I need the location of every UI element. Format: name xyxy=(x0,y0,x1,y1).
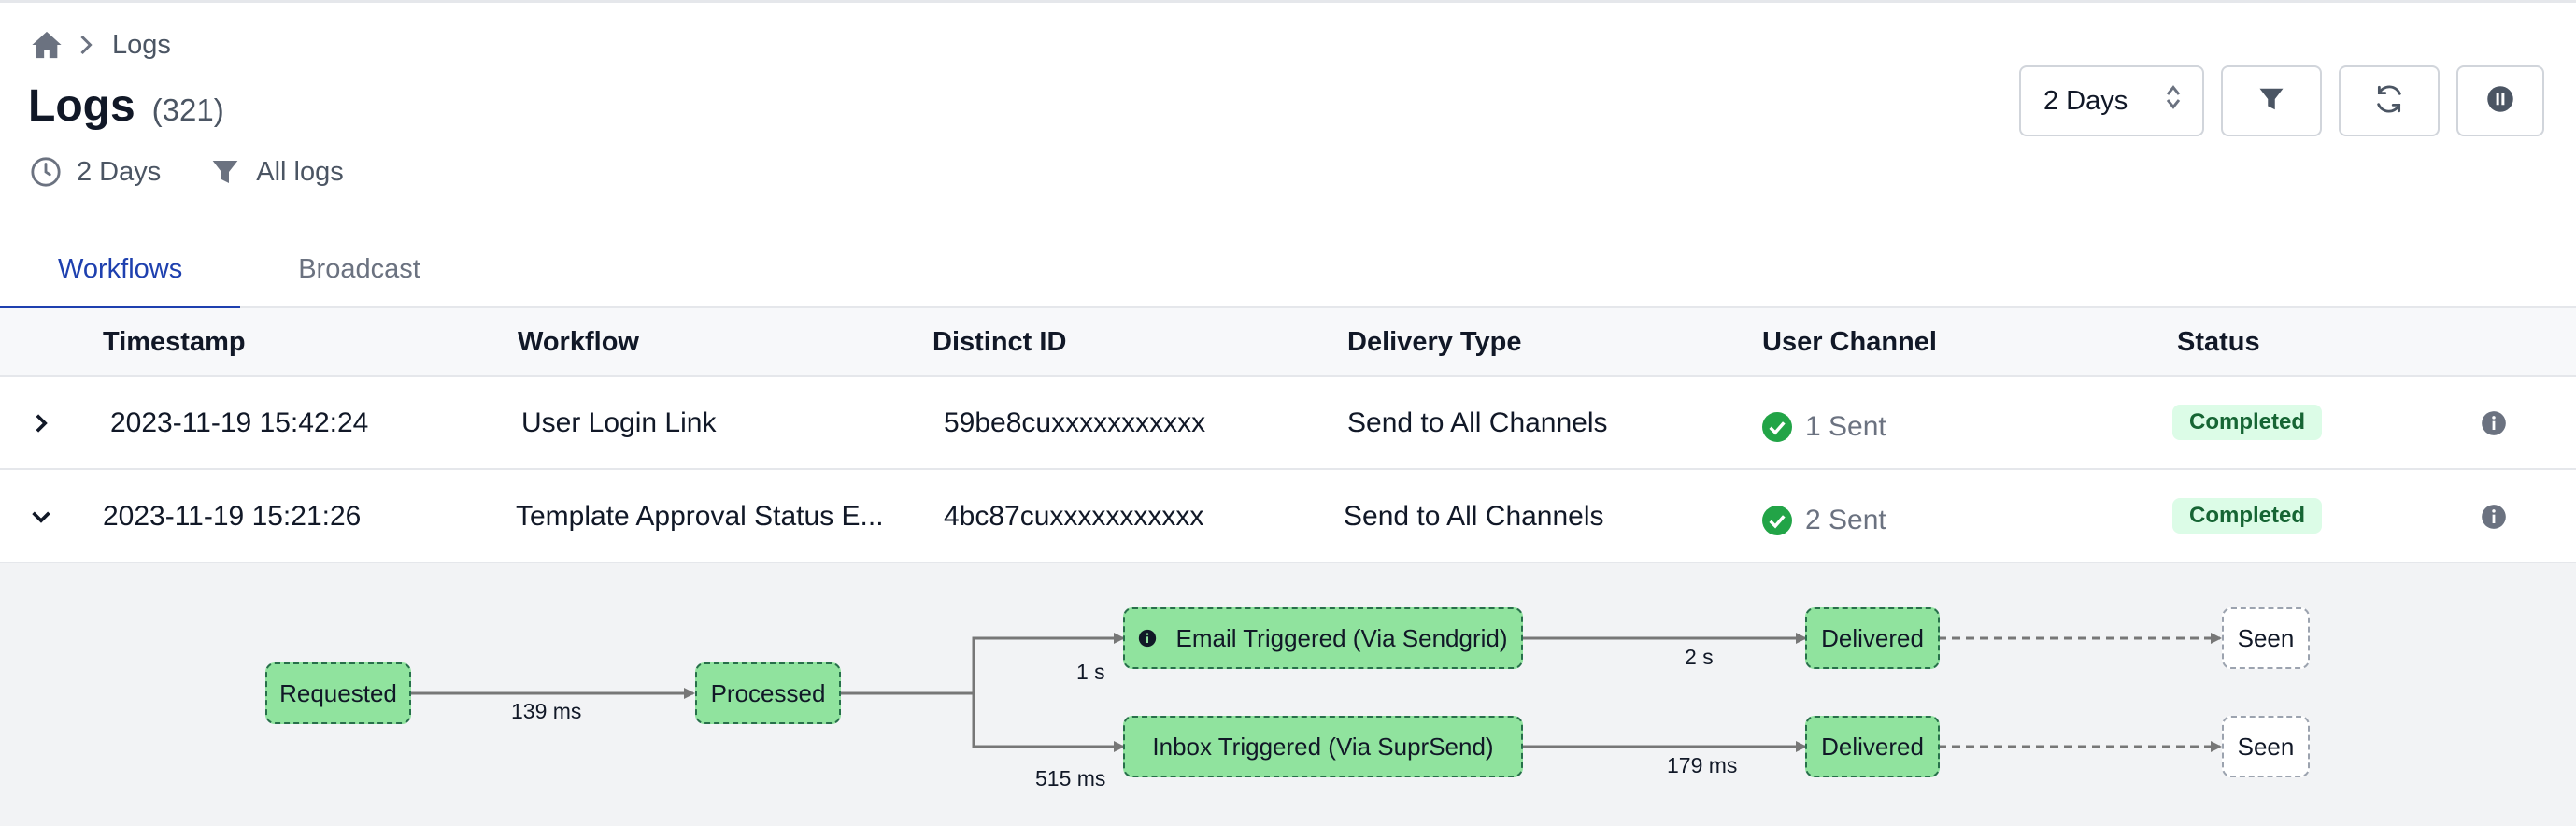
node-email-label: Email Triggered (Via Sendgrid) xyxy=(1175,623,1508,652)
user-channel-cell: 1 Sent xyxy=(1762,380,1886,474)
check-circle-icon xyxy=(1762,412,1792,442)
info-icon[interactable] xyxy=(2481,410,2507,436)
pause-icon xyxy=(2486,85,2514,118)
delivery-type-cell: Send to All Channels xyxy=(1347,407,1608,438)
range-select[interactable]: 2 Days xyxy=(2019,65,2204,136)
column-header-status[interactable]: Status xyxy=(2177,327,2260,357)
range-select-value: 2 Days xyxy=(2043,85,2128,116)
column-header-user-channel[interactable]: User Channel xyxy=(1762,327,1937,357)
node-seen-inbox[interactable]: Seen xyxy=(2222,716,2310,777)
table-row-expanded[interactable]: 2023-11-19 15:21:26 Template Approval St… xyxy=(0,470,2576,563)
node-requested[interactable]: Requested xyxy=(265,662,411,724)
status-badge: Completed xyxy=(2172,498,2323,534)
page-header: Logs (321) xyxy=(28,80,224,132)
table-row[interactable]: 2023-11-19 15:42:24 User Login Link 59be… xyxy=(0,377,2576,470)
tab-workflows[interactable]: Workflows xyxy=(0,245,241,310)
column-header-delivery-type[interactable]: Delivery Type xyxy=(1347,327,1522,357)
column-header-workflow[interactable]: Workflow xyxy=(518,327,639,357)
column-header-distinct-id[interactable]: Distinct ID xyxy=(932,327,1067,357)
distinct-id-cell: 4bc87cuxxxxxxxxxxx xyxy=(944,501,1204,532)
tab-bar: Workflows Broadcast xyxy=(0,245,2576,310)
timestamp-cell: 2023-11-19 15:42:24 xyxy=(110,407,369,438)
node-email-triggered[interactable]: Email Triggered (Via Sendgrid) xyxy=(1123,607,1523,669)
edge-label-processed-email: 1 s xyxy=(1076,660,1105,684)
range-indicator: 2 Days xyxy=(28,154,161,190)
node-delivered-email[interactable]: Delivered xyxy=(1805,607,1940,669)
pause-button[interactable] xyxy=(2456,65,2544,136)
node-processed[interactable]: Processed xyxy=(695,662,841,724)
column-header-timestamp[interactable]: Timestamp xyxy=(103,327,246,357)
user-channel-cell: 2 Sent xyxy=(1762,474,1886,567)
filter-button[interactable] xyxy=(2221,65,2322,136)
toolbar: 2 Days xyxy=(2019,65,2544,136)
breadcrumb: Logs xyxy=(28,26,171,64)
check-circle-icon xyxy=(1762,506,1792,535)
range-label: 2 Days xyxy=(77,156,162,187)
log-count: (321) xyxy=(151,93,224,127)
edge-processed-inbox xyxy=(972,693,1125,752)
delivery-type-cell: Send to All Channels xyxy=(1344,501,1604,532)
chevron-updown-icon xyxy=(2165,83,2182,119)
chevron-right-icon xyxy=(65,26,107,64)
chevron-down-icon[interactable] xyxy=(22,498,60,535)
filter-icon xyxy=(207,154,243,190)
node-seen-email[interactable]: Seen xyxy=(2222,607,2310,669)
active-filters: 2 Days All logs xyxy=(28,153,344,191)
workflow-cell: User Login Link xyxy=(521,407,717,438)
edge-label-email-delivered: 2 s xyxy=(1685,645,1714,669)
home-icon[interactable] xyxy=(28,26,65,64)
info-icon xyxy=(1139,629,1157,648)
breadcrumb-current[interactable]: Logs xyxy=(112,29,171,60)
channel-sent-count: 2 Sent xyxy=(1805,505,1886,535)
table-header: Timestamp Workflow Distinct ID Delivery … xyxy=(0,308,2576,377)
status-badge: Completed xyxy=(2172,405,2323,440)
edge-label-requested-processed: 139 ms xyxy=(511,699,582,723)
filter-indicator: All logs xyxy=(207,154,344,190)
refresh-button[interactable] xyxy=(2339,65,2440,136)
flow-connectors xyxy=(411,633,2222,752)
node-inbox-triggered[interactable]: Inbox Triggered (Via SuprSend) xyxy=(1123,716,1523,777)
distinct-id-cell: 59be8cuxxxxxxxxxxx xyxy=(944,407,1206,438)
channel-sent-count: 1 Sent xyxy=(1805,411,1886,442)
page-title: Logs xyxy=(28,81,135,131)
filter-label: All logs xyxy=(256,156,344,187)
filter-icon xyxy=(2257,84,2285,119)
clock-icon xyxy=(28,154,64,190)
edge-label-inbox-delivered: 179 ms xyxy=(1667,753,1738,777)
edge-label-processed-inbox: 515 ms xyxy=(1035,766,1106,790)
workflow-flow-panel: Requested Processed Email Triggered (Via… xyxy=(0,563,2576,826)
info-icon[interactable] xyxy=(2481,504,2507,530)
node-delivered-inbox[interactable]: Delivered xyxy=(1805,716,1940,777)
tab-broadcast[interactable]: Broadcast xyxy=(298,254,420,284)
chevron-right-icon[interactable] xyxy=(22,405,60,442)
refresh-icon xyxy=(2373,83,2405,120)
top-border xyxy=(0,0,2576,3)
edge-processed-email xyxy=(839,633,1125,695)
workflow-cell: Template Approval Status E... xyxy=(516,501,884,532)
timestamp-cell: 2023-11-19 15:21:26 xyxy=(103,501,362,532)
